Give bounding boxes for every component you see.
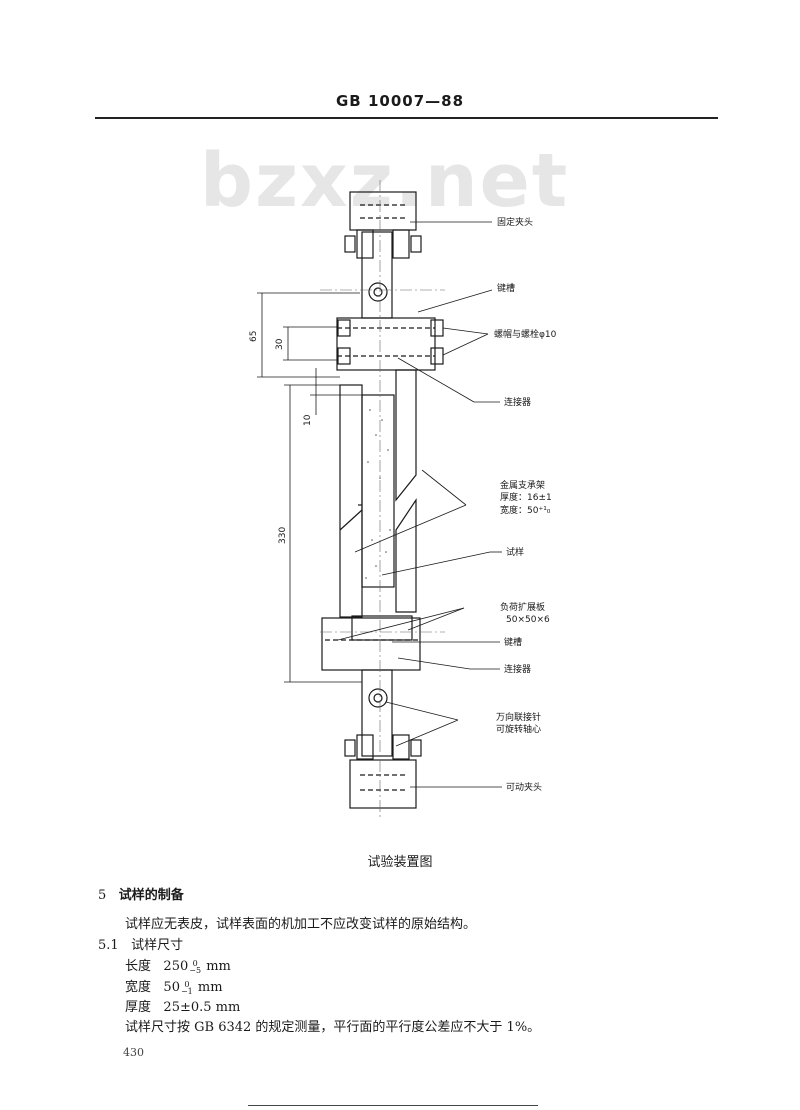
length-tolerance: 0−5 xyxy=(189,958,202,975)
section-5-title: 试样的制备 xyxy=(118,888,184,903)
label-plate-title: 负荷扩展板 xyxy=(500,601,545,613)
label-support-width: 宽度：50⁺¹₀ xyxy=(500,504,551,516)
figure-caption: 试验装置图 xyxy=(367,855,433,870)
dim-30: 30 xyxy=(275,338,285,350)
standard-code: GB 10007—88 xyxy=(335,92,465,110)
dim-330: 330 xyxy=(278,527,288,544)
section-5-number: 5 xyxy=(98,888,107,903)
label-support-thickness: 厚度：16±1 xyxy=(500,491,552,503)
section-5-text: 试样应无表皮，试样表面的机加工不应改变试样的原始结构。 xyxy=(125,917,477,932)
width-value: 50 xyxy=(163,980,180,995)
label-pin-1: 万向联接针 xyxy=(496,711,541,723)
label-specimen: 试样 xyxy=(506,546,524,558)
label-keyway-bottom: 键槽 xyxy=(504,636,522,648)
label-connector-top: 连接器 xyxy=(504,396,531,408)
length-label: 长度 xyxy=(125,959,152,974)
section-51-heading: 5.1 试样尺寸 xyxy=(98,934,183,953)
bottom-rule xyxy=(248,1105,538,1106)
width-tolerance: 0−1 xyxy=(180,979,193,996)
measurement-note: 试样尺寸按 GB 6342 的规定测量，平行面的平行度公差应不大于 1%。 xyxy=(125,1020,541,1035)
header-rule xyxy=(95,117,718,119)
section-51-number: 5.1 xyxy=(98,938,119,953)
section-51-title: 试样尺寸 xyxy=(131,938,184,953)
page-number: 430 xyxy=(123,1046,144,1059)
thickness-value: 25±0.5 mm xyxy=(163,1000,241,1015)
length-value: 250 xyxy=(163,959,189,974)
section-5-heading: 5 试样的制备 xyxy=(98,884,184,903)
label-bolt: 螺帽与螺栓φ10 xyxy=(494,328,557,340)
dim-10: 10 xyxy=(303,414,313,426)
label-moving-clamp: 可动夹头 xyxy=(506,781,542,793)
label-connector-bottom: 连接器 xyxy=(504,663,531,675)
thickness-row: 厚度 25±0.5 mm xyxy=(125,996,240,1015)
width-unit: mm xyxy=(197,980,223,995)
dim-65: 65 xyxy=(249,331,259,342)
length-unit: mm xyxy=(206,959,231,974)
label-plate-size: 50×50×6 xyxy=(506,615,550,625)
label-support-title: 金属支承架 xyxy=(500,479,545,491)
test-apparatus-figure: 固定夹头 键槽 螺帽与螺栓φ10 连接器 金属支承架 厚度：16±1 宽度：50… xyxy=(249,180,557,820)
width-label: 宽度 xyxy=(125,980,152,995)
label-pin-2: 可旋转轴心 xyxy=(496,723,541,735)
label-fixed-clamp: 固定夹头 xyxy=(497,216,533,228)
label-keyway-top: 键槽 xyxy=(497,282,515,294)
watermark: bzxz.net xyxy=(200,138,570,224)
thickness-label: 厚度 xyxy=(125,1000,152,1015)
